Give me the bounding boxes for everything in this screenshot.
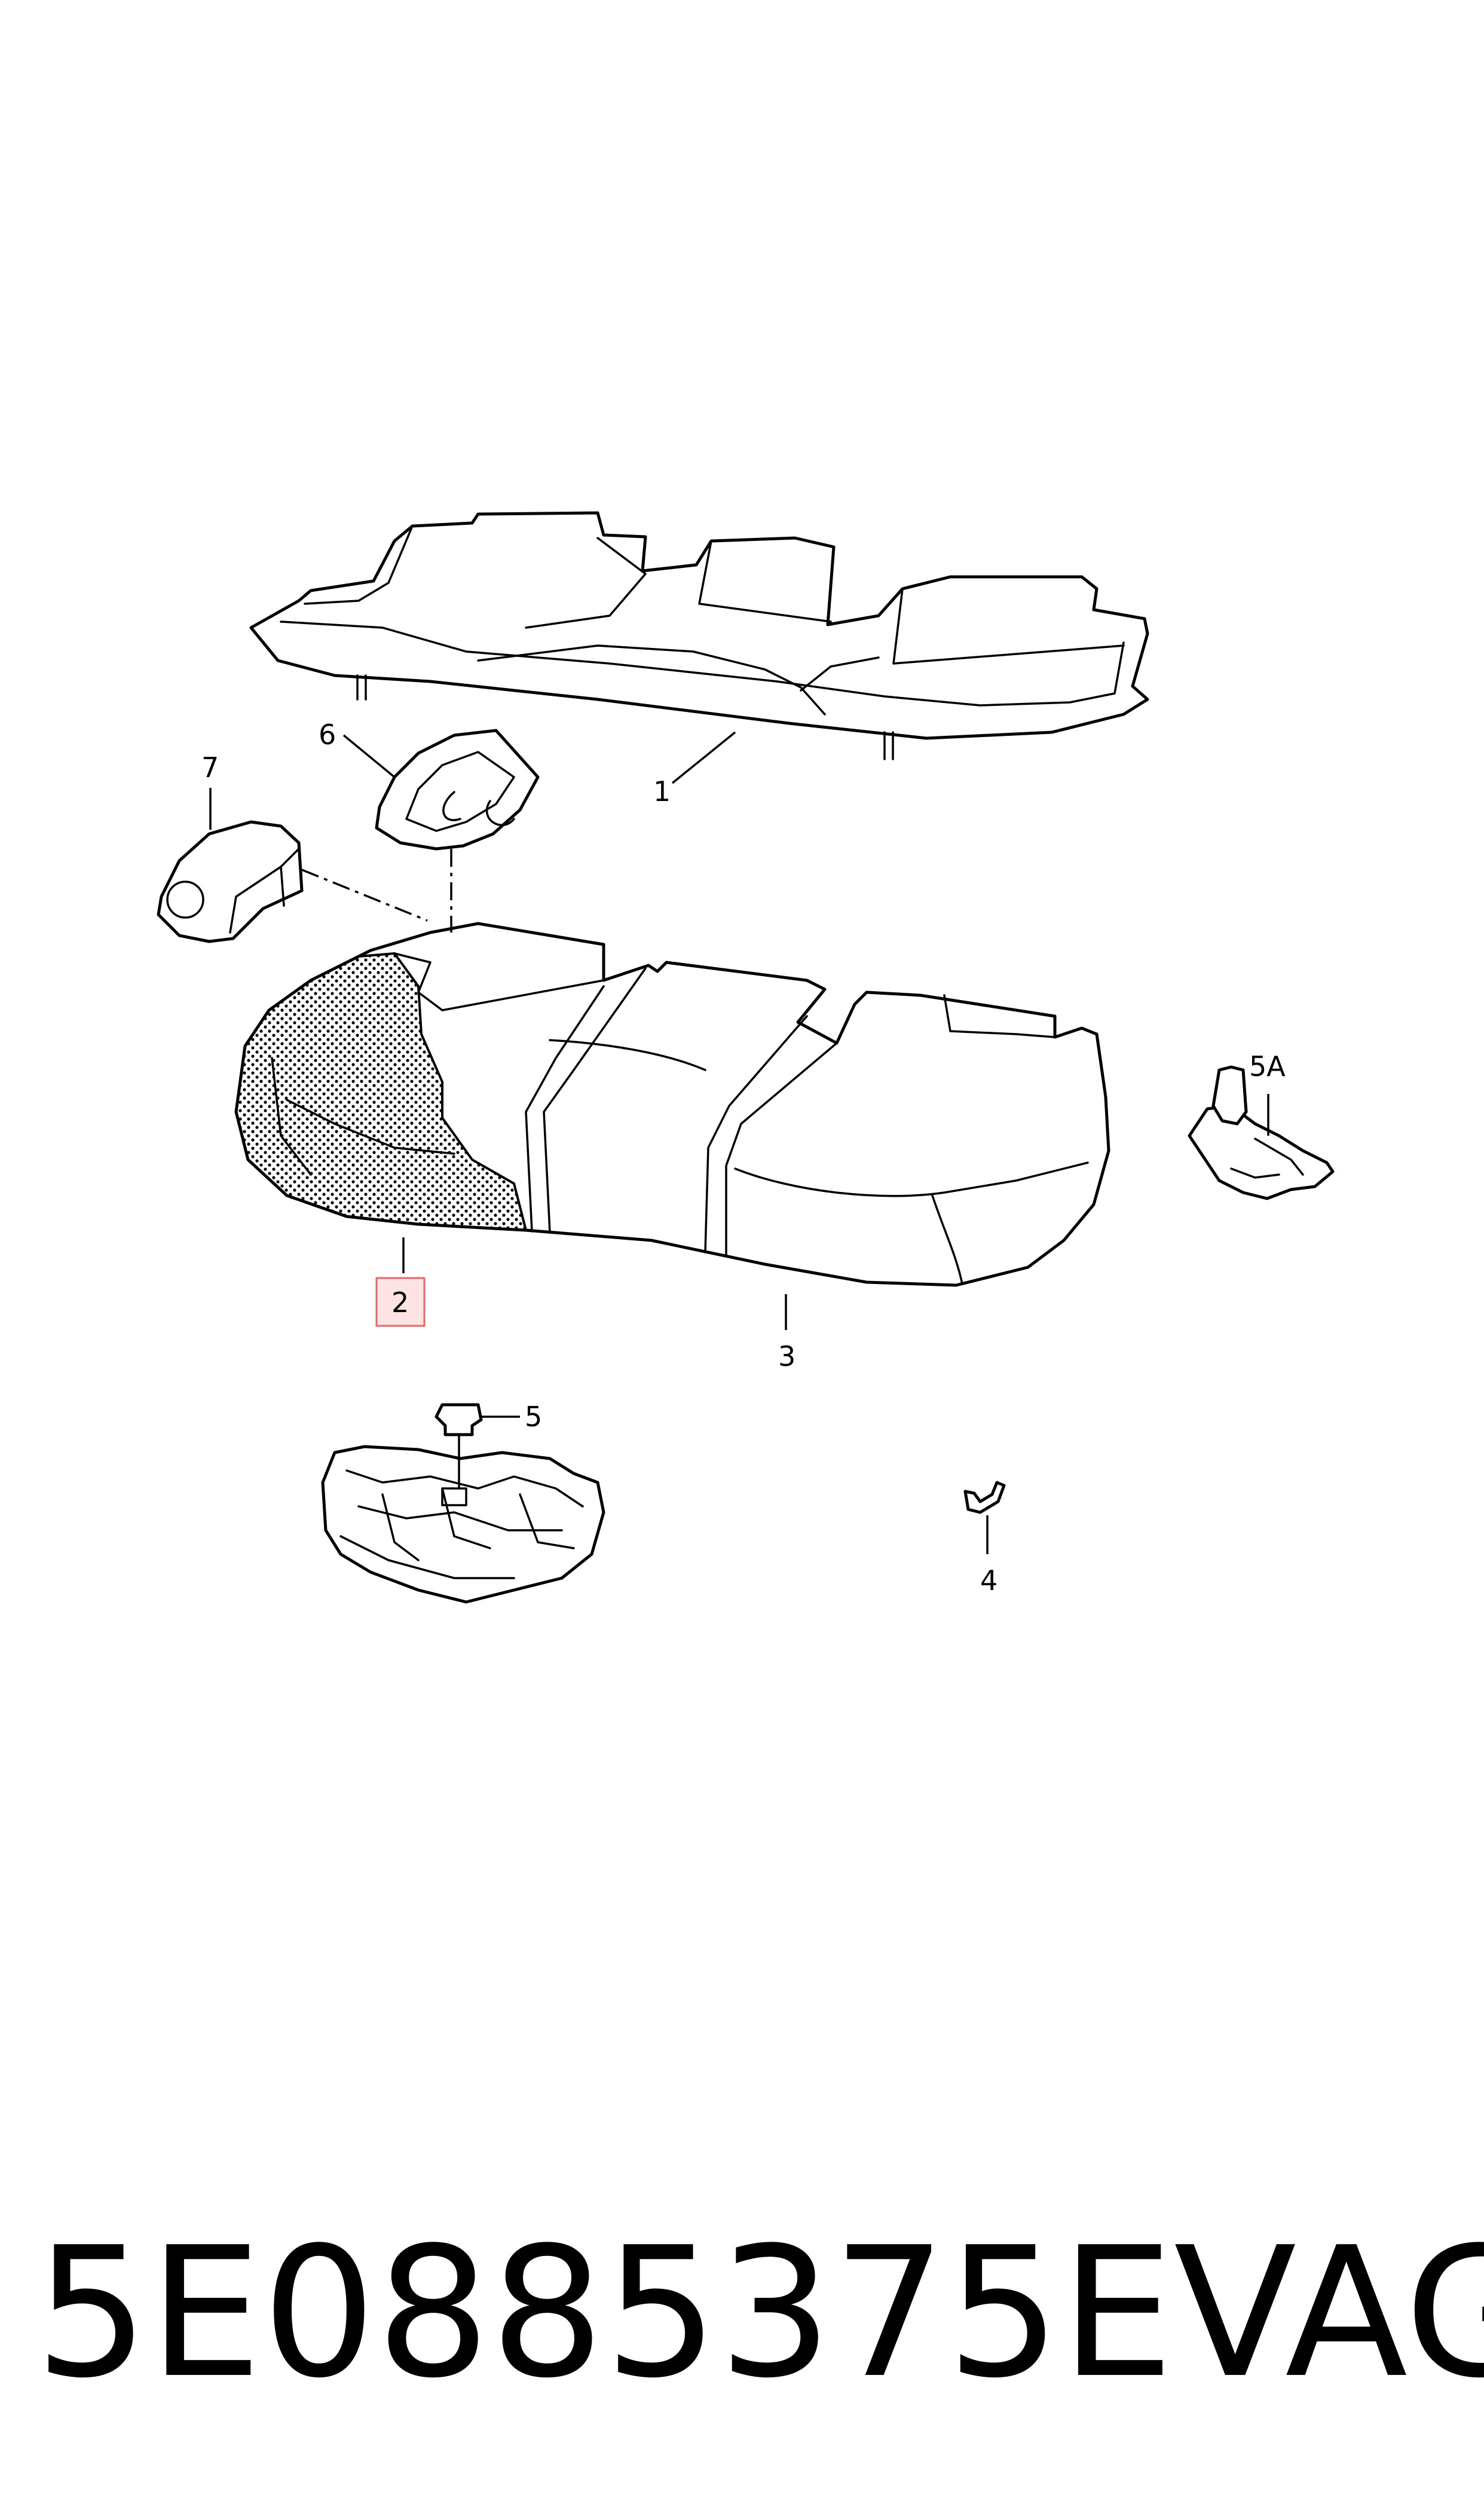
part-1-seat-frame[interactable] [249,511,1149,760]
part-4-hook[interactable] [963,1481,1006,1514]
part-5-plug[interactable] [435,1403,483,1436]
brand-label: VAG [1174,2209,1484,2417]
callout-6[interactable]: 6 [319,719,336,751]
callout-1[interactable]: 1 [653,775,671,808]
part-5a-clip[interactable] [1188,1065,1335,1200]
assembly-guide-lines [301,849,452,933]
callout-7[interactable]: 7 [201,751,219,784]
callout-4[interactable]: 4 [980,1564,998,1597]
callout-5a[interactable]: 5A [1249,1050,1286,1083]
callout-3[interactable]: 3 [778,1340,795,1372]
lower-frame-assembly[interactable] [321,1433,605,1604]
part-number: 5E0885375E [35,2209,1174,2417]
callout-2[interactable]: 2 [391,1286,409,1319]
leader-lines [209,731,1269,1554]
callout-2-highlight [375,1277,426,1327]
callout-5[interactable]: 5 [525,1401,542,1433]
part-2-foam-region[interactable] [234,952,528,1232]
footer-caption: 5E0885375E VAG [35,2206,1484,2421]
part-6-trim-cap[interactable] [375,729,540,851]
callout-labels: 1 2 3 4 5 5A 6 7 [201,719,1286,1597]
part-3-seat-cushion[interactable] [234,922,1110,1287]
part-7-side-cover[interactable] [157,820,304,943]
